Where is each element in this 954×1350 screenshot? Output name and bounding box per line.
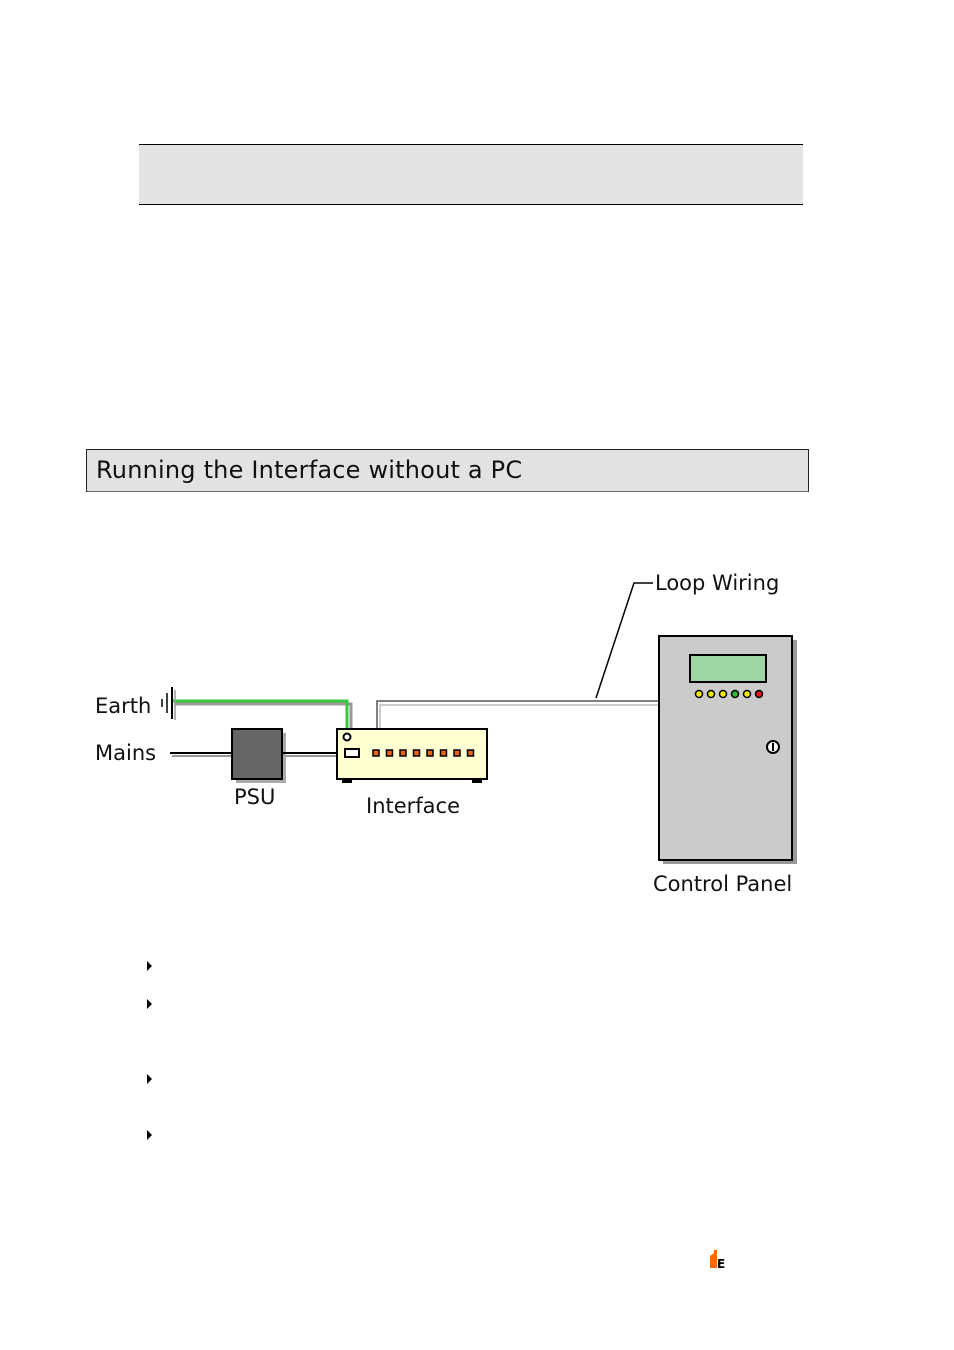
bullet-arrow-icon [147,1130,152,1140]
interface-power-socket [344,748,360,758]
panel-led [754,689,764,699]
loop-wiring-callout-line [595,582,653,699]
panel-led [742,689,752,699]
mains-label: Mains [95,741,156,765]
interface-port [439,749,448,757]
earth-label: Earth [95,694,151,718]
earth-symbol-icon [161,687,176,720]
interface-foot-right [472,779,482,783]
interface-box [336,728,488,780]
panel-led [706,689,716,699]
psu-box [231,728,283,780]
earth-wire [172,699,349,735]
loop-wiring-label: Loop Wiring [655,571,779,595]
interface-label: Interface [366,794,460,818]
interface-port [412,749,421,757]
interface-port [372,749,380,757]
bullet-arrow-icon [147,1074,152,1084]
interface-port [466,749,475,757]
note-box [139,144,803,205]
section-heading: Running the Interface without a PC [86,449,809,492]
interface-port [426,749,434,757]
interface-port [399,749,407,757]
panel-leds [694,689,764,699]
panel-led [718,689,728,699]
control-panel-label: Control Panel [653,872,792,896]
panel-led [730,689,740,699]
interface-port [385,749,394,757]
earth-wire-shadow [175,702,353,737]
section-heading-text: Running the Interface without a PC [96,456,523,484]
interface-foot-left [342,779,352,783]
interface-ports [372,749,475,757]
panel-led [694,689,704,699]
panel-key-icon [766,740,780,754]
company-logo-icon: E [710,1250,725,1270]
interface-earth-terminal [342,732,352,742]
panel-display [689,654,767,683]
logo-letter: E [717,1257,725,1270]
psu-label: PSU [234,785,275,809]
bullet-arrow-icon [147,999,152,1009]
bullet-arrow-icon [147,961,152,971]
interface-port [453,749,461,757]
